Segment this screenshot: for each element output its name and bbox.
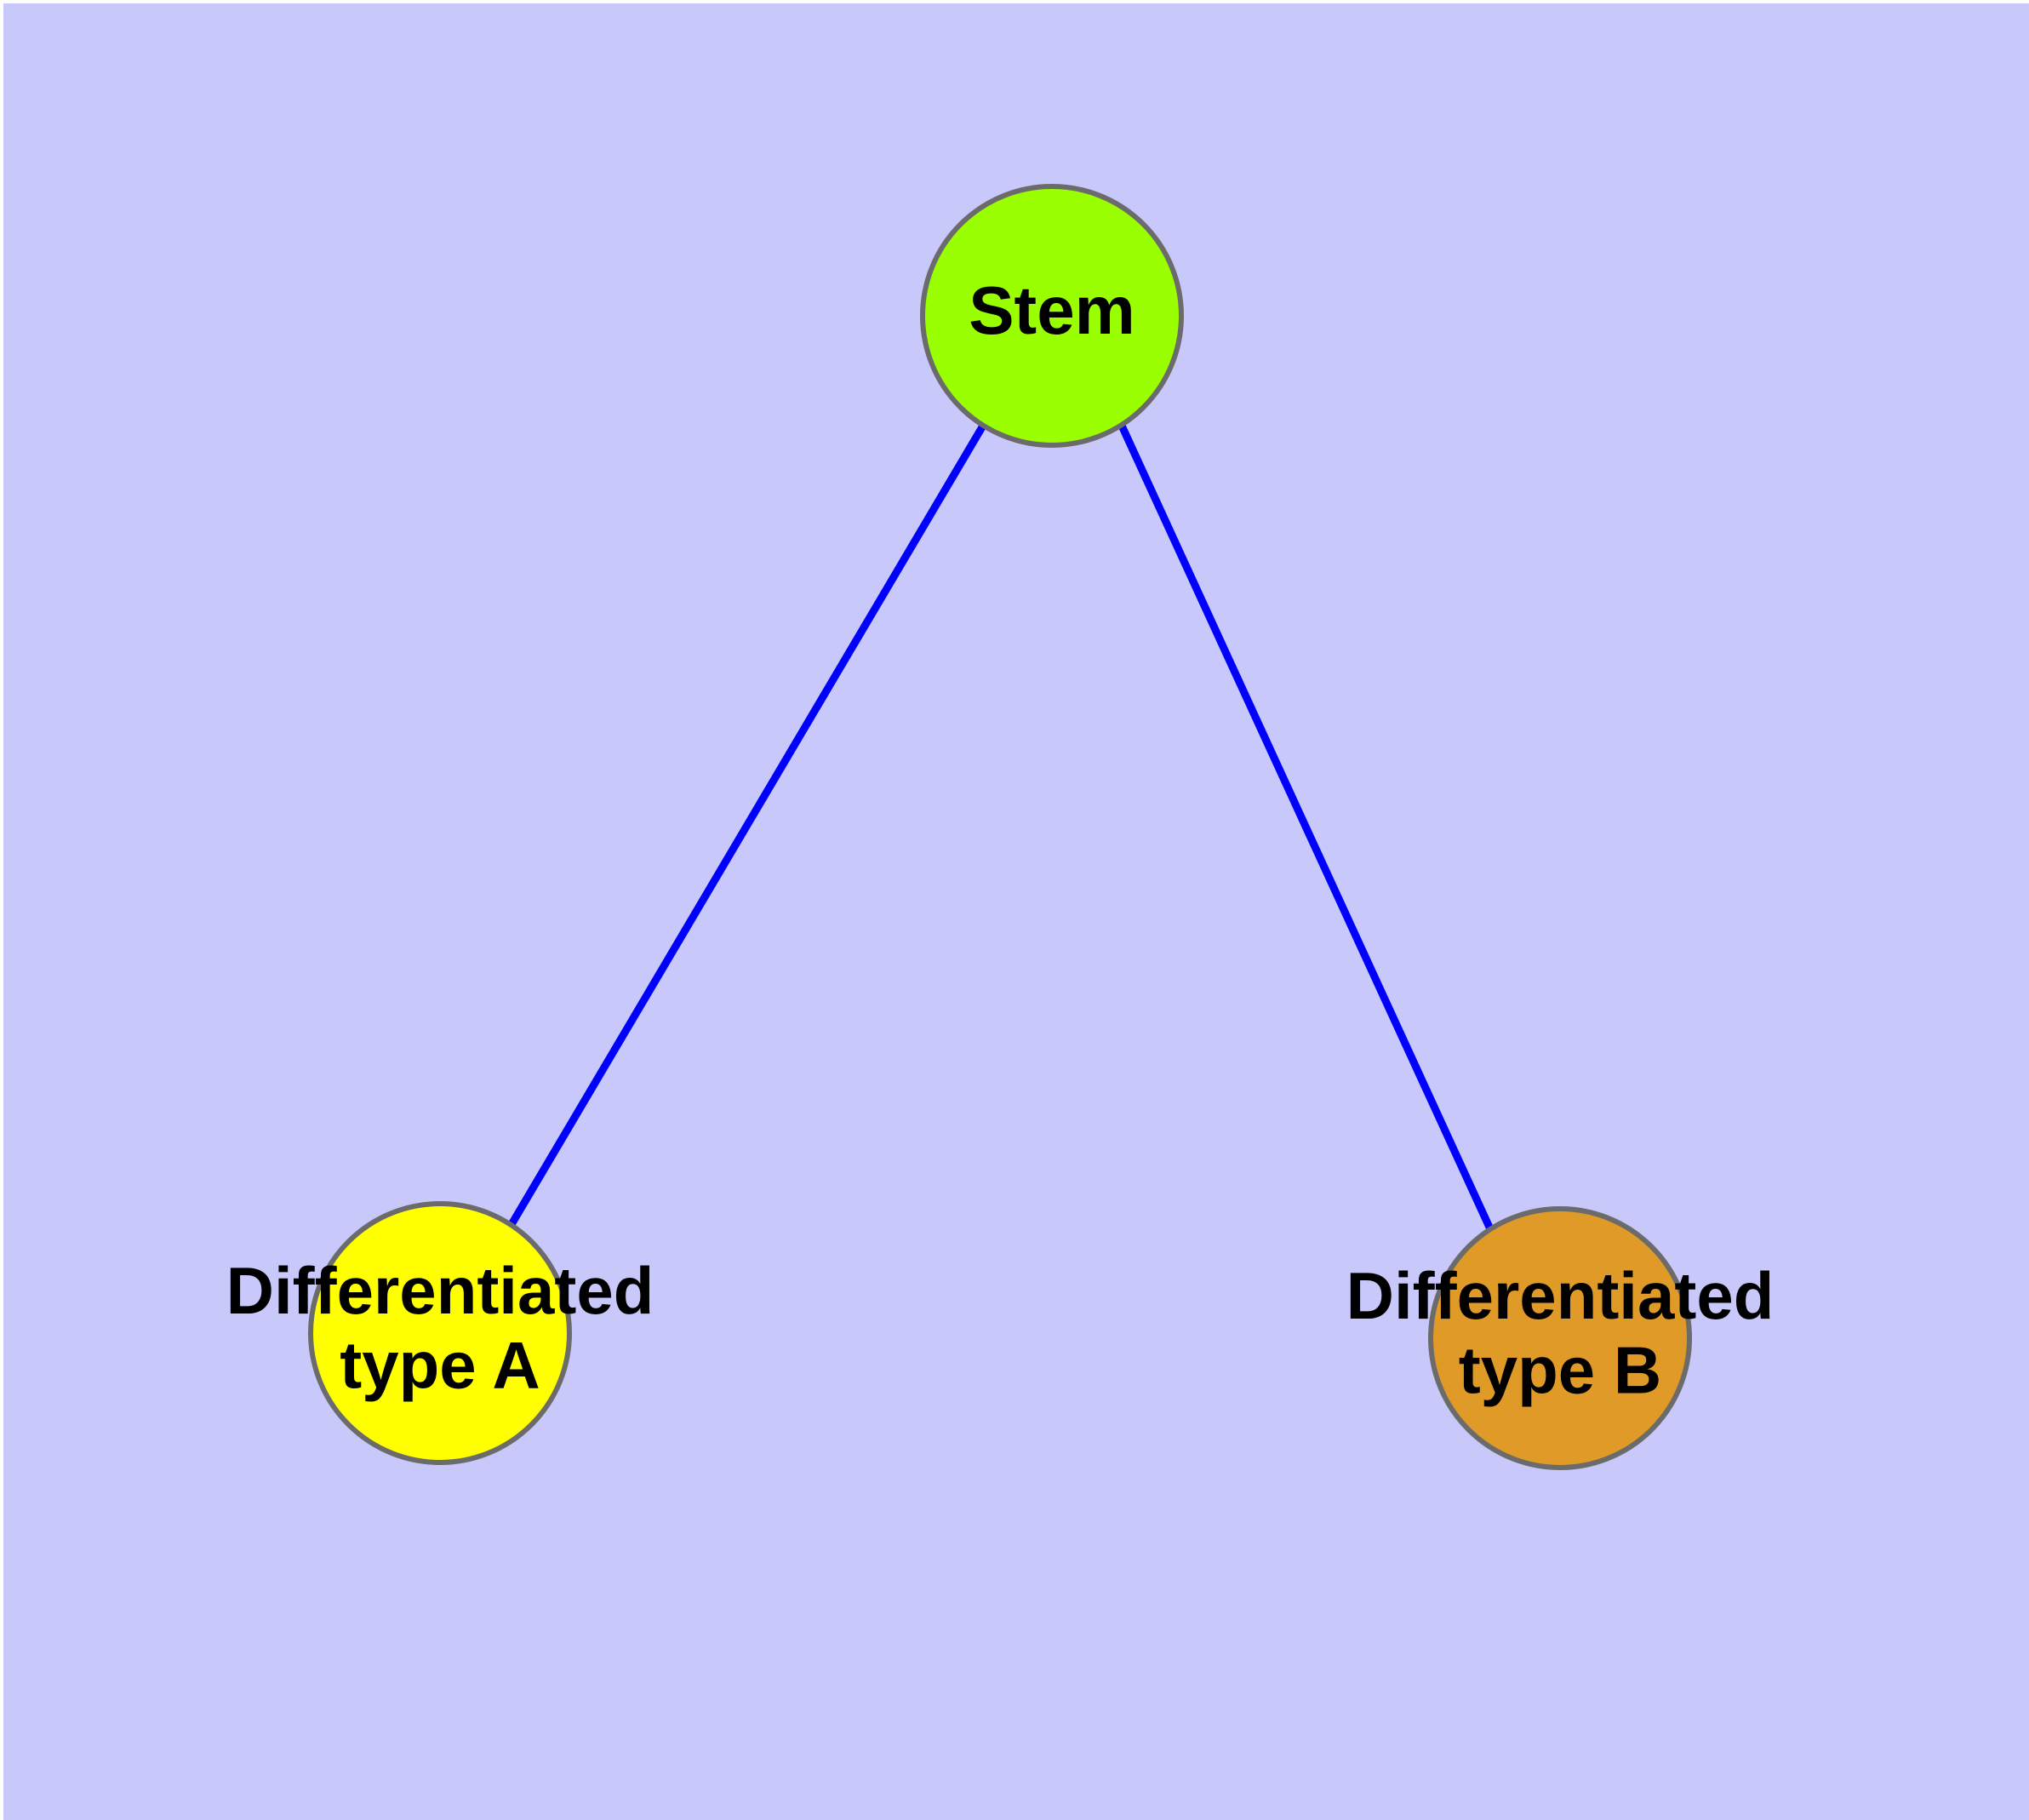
node-differentiated-type-a-circle[interactable] — [308, 1201, 572, 1465]
node-differentiated-type-a-label-line2: type A — [340, 1327, 540, 1402]
edge-stem-to-differentiated-type-b[interactable] — [1117, 424, 1495, 1233]
node-differentiated-type-b-circle[interactable] — [1428, 1206, 1692, 1470]
label-layer: Stem Differentiated type A Differentiate… — [226, 272, 1775, 1407]
node-differentiated-type-a-label-line1: Differentiated — [226, 1253, 654, 1328]
node-stem-circle[interactable] — [920, 184, 1184, 448]
node-differentiated-type-a[interactable] — [308, 1201, 572, 1465]
edge-stem-to-differentiated-type-a[interactable] — [507, 423, 986, 1228]
node-stem[interactable] — [920, 184, 1184, 448]
node-differentiated-type-b-label-line2: type B — [1459, 1332, 1661, 1407]
node-differentiated-type-b-label-line1: Differentiated — [1346, 1258, 1775, 1333]
node-layer — [308, 184, 1692, 1470]
node-stem-label: Stem — [969, 272, 1135, 348]
edge-layer — [507, 423, 1495, 1233]
node-differentiated-type-b[interactable] — [1428, 1206, 1692, 1470]
